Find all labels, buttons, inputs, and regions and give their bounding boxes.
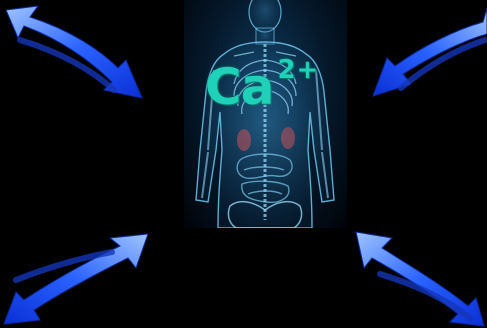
arrow-bottom-left-icon xyxy=(0,228,150,328)
ion-charge: 2+ xyxy=(277,55,319,85)
arrow-top-right-icon xyxy=(367,0,487,100)
ion-symbol: Ca xyxy=(205,58,273,116)
calcium-ion-label: Ca2+ xyxy=(205,58,319,116)
arrow-top-left-icon xyxy=(0,0,150,105)
arrow-bottom-right-icon xyxy=(350,228,487,328)
